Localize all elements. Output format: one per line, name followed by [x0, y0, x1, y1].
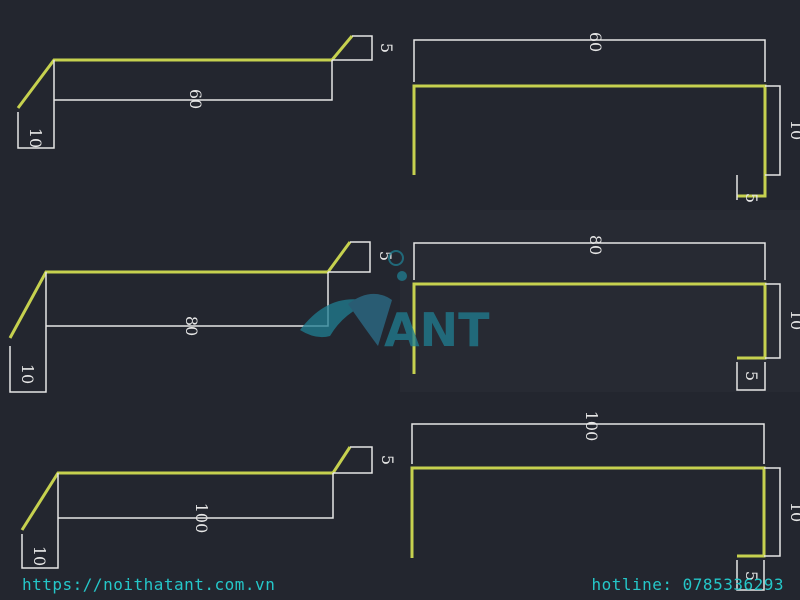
- dimension-label-height: 10: [787, 502, 800, 522]
- dimension-label-width: 100: [582, 411, 601, 442]
- profile-square-100: 100 10 5: [410, 411, 800, 591]
- profile-angled-100: 100 10 5: [20, 446, 397, 569]
- watermark-logo: ANT: [300, 250, 490, 357]
- dimension-line-height: [765, 283, 781, 359]
- logo-figure-shape: [348, 293, 392, 346]
- watermark-text: ANT: [384, 303, 490, 357]
- dimension-line-height: [765, 85, 781, 176]
- dimension-label-width: 60: [186, 89, 205, 109]
- profile-line: [412, 84, 767, 198]
- dimension-line-height: [21, 473, 59, 569]
- dimension-label-width: 60: [586, 32, 605, 52]
- profile-line: [8, 241, 352, 339]
- profile-square-80: 80 10 5: [412, 235, 800, 391]
- dimension-line-width: [413, 242, 766, 280]
- profile-angled-80: 80 10 5: [8, 241, 395, 393]
- dimension-label-lip: 5: [742, 371, 761, 381]
- dimension-label-height: 10: [787, 120, 800, 140]
- website-url[interactable]: https://noithatant.com.vn: [22, 575, 276, 594]
- profile-line: [410, 466, 766, 558]
- dimension-label-lip: 5: [742, 571, 761, 581]
- dimension-label-lip: 5: [742, 193, 761, 203]
- dimension-line-width: [413, 39, 766, 82]
- dimension-line-height: [9, 272, 47, 393]
- profile-square-60: 60 10 5: [412, 32, 800, 203]
- dimension-line-lip: [736, 362, 766, 391]
- dimension-label-lip: 5: [377, 43, 396, 53]
- logo-dot: [397, 271, 407, 281]
- dimension-line-width: [54, 60, 333, 101]
- dimension-label-width: 80: [586, 235, 605, 255]
- dimension-line-height: [764, 467, 781, 557]
- dimension-line-lip: [332, 35, 373, 61]
- dimension-line-lip: [328, 241, 371, 273]
- profile-line: [20, 446, 352, 531]
- dimension-line-width: [411, 423, 765, 464]
- dimension-line-width: [58, 473, 334, 519]
- profile-line: [16, 35, 354, 109]
- dimension-line-lip: [736, 560, 765, 591]
- dimension-label-height: 10: [26, 128, 45, 148]
- dimension-line-height: [17, 60, 55, 149]
- hotline-text: hotline: 0785336293: [591, 575, 784, 594]
- dimension-label-width: 80: [182, 316, 201, 336]
- dimension-label-width: 100: [192, 503, 211, 534]
- dimension-label-height: 10: [30, 546, 49, 566]
- logo-dot: [388, 250, 404, 266]
- dimension-label-lip: 5: [376, 251, 395, 261]
- dimension-line-lip: [333, 446, 373, 474]
- profile-angled-60: 60 10 5: [16, 35, 396, 149]
- dimension-label-height: 10: [18, 364, 37, 384]
- dimension-label-height: 10: [787, 310, 800, 330]
- highlight-panel: [400, 210, 800, 392]
- dimension-label-lip: 5: [378, 455, 397, 465]
